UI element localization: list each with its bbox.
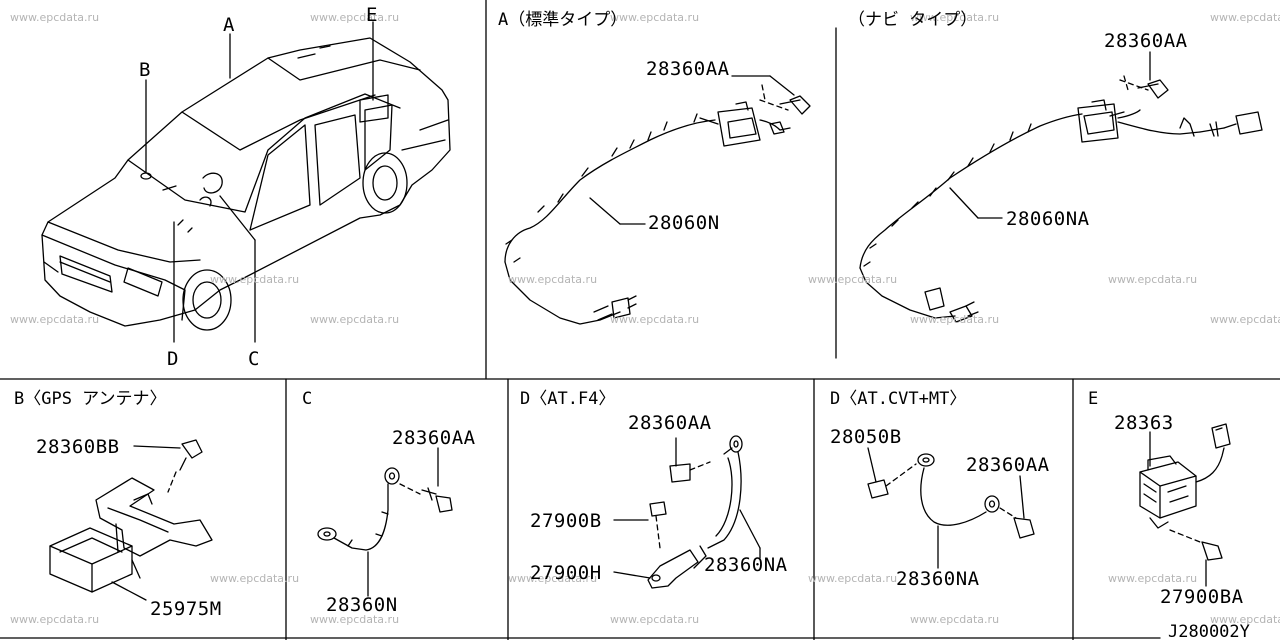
watermark: www.epcdata.ru (910, 11, 1000, 24)
c-ground-strap (317, 447, 453, 597)
watermark: www.epcdata.ru (10, 313, 100, 326)
watermark: www.epcdata.ru (10, 11, 100, 24)
car-illustration (41, 37, 451, 331)
panel-title-d-at-f4: D〈AT.F4〉 (520, 389, 616, 409)
watermark: www.epcdata.ru (210, 273, 300, 286)
part-number-harness: 28060NA (1006, 208, 1090, 230)
e-unit (1139, 423, 1231, 587)
part-number-bolt: 27900B (530, 510, 602, 532)
overview-leaders (145, 21, 374, 343)
part-number-bolt: 28360BB (36, 436, 120, 458)
part-number-strap: 28360NA (704, 554, 788, 576)
panel-title-e: E (1088, 389, 1099, 409)
panel-title-a-navi: （ナビ タイプ） (848, 10, 978, 30)
watermark: www.epcdata.ru (310, 313, 400, 326)
watermark: www.epcdata.ru (910, 313, 1000, 326)
part-number-screw: 28360AA (646, 58, 730, 80)
part-number-harness: 28060N (648, 212, 720, 234)
watermark: www.epcdata.ru (310, 11, 400, 24)
callout-b: B (139, 59, 151, 81)
watermark: www.epcdata.ru (1210, 313, 1280, 326)
callout-d: D (167, 348, 179, 370)
part-number-strap: 28360N (326, 594, 398, 616)
part-number-bolt: 28050B (830, 426, 902, 448)
panel-title-d-cvt-mt: D〈AT.CVT+MT〉 (830, 389, 967, 409)
part-number-screw: 28360AA (628, 412, 712, 434)
watermark: www.epcdata.ru (1210, 11, 1280, 24)
watermark: www.epcdata.ru (808, 572, 898, 585)
part-number-bracket: 27900H (530, 562, 602, 584)
watermark: www.epcdata.ru (1210, 613, 1280, 626)
watermark: www.epcdata.ru (210, 572, 300, 585)
a-navi-harness (859, 51, 1263, 323)
d-cvt-mt-strap (867, 447, 1035, 569)
watermark: www.epcdata.ru (1108, 273, 1198, 286)
d-at-f4-strap (613, 435, 761, 589)
callout-a: A (223, 14, 235, 36)
part-number-screw: 28360AA (1104, 30, 1188, 52)
watermark: www.epcdata.ru (610, 11, 700, 24)
part-number-bolt: 27900BA (1160, 586, 1244, 608)
panel-title-a-standard: A（標準タイプ） (498, 10, 628, 30)
watermark: www.epcdata.ru (910, 613, 1000, 626)
part-number-unit: 28363 (1114, 412, 1174, 434)
part-number-strap: 28360NA (896, 568, 980, 590)
watermark: www.epcdata.ru (10, 613, 100, 626)
part-number-screw: 28360AA (966, 454, 1050, 476)
a-standard-harness (504, 75, 811, 325)
diagram-code: J280002Y (1168, 622, 1250, 640)
watermark: www.epcdata.ru (1108, 572, 1198, 585)
watermark: www.epcdata.ru (508, 273, 598, 286)
panel-title-c: C (302, 389, 313, 409)
callout-c: C (248, 348, 260, 370)
panel-title-b-gps: B〈GPS アンテナ〉 (14, 389, 167, 409)
watermark: www.epcdata.ru (508, 572, 598, 585)
watermark: www.epcdata.ru (808, 273, 898, 286)
part-number-antenna: 25975M (150, 598, 222, 620)
watermark: www.epcdata.ru (610, 613, 700, 626)
b-gps-antenna (49, 439, 213, 601)
callout-e: E (366, 4, 378, 26)
watermark: www.epcdata.ru (310, 613, 400, 626)
part-number-screw: 28360AA (392, 427, 476, 449)
watermark: www.epcdata.ru (610, 313, 700, 326)
